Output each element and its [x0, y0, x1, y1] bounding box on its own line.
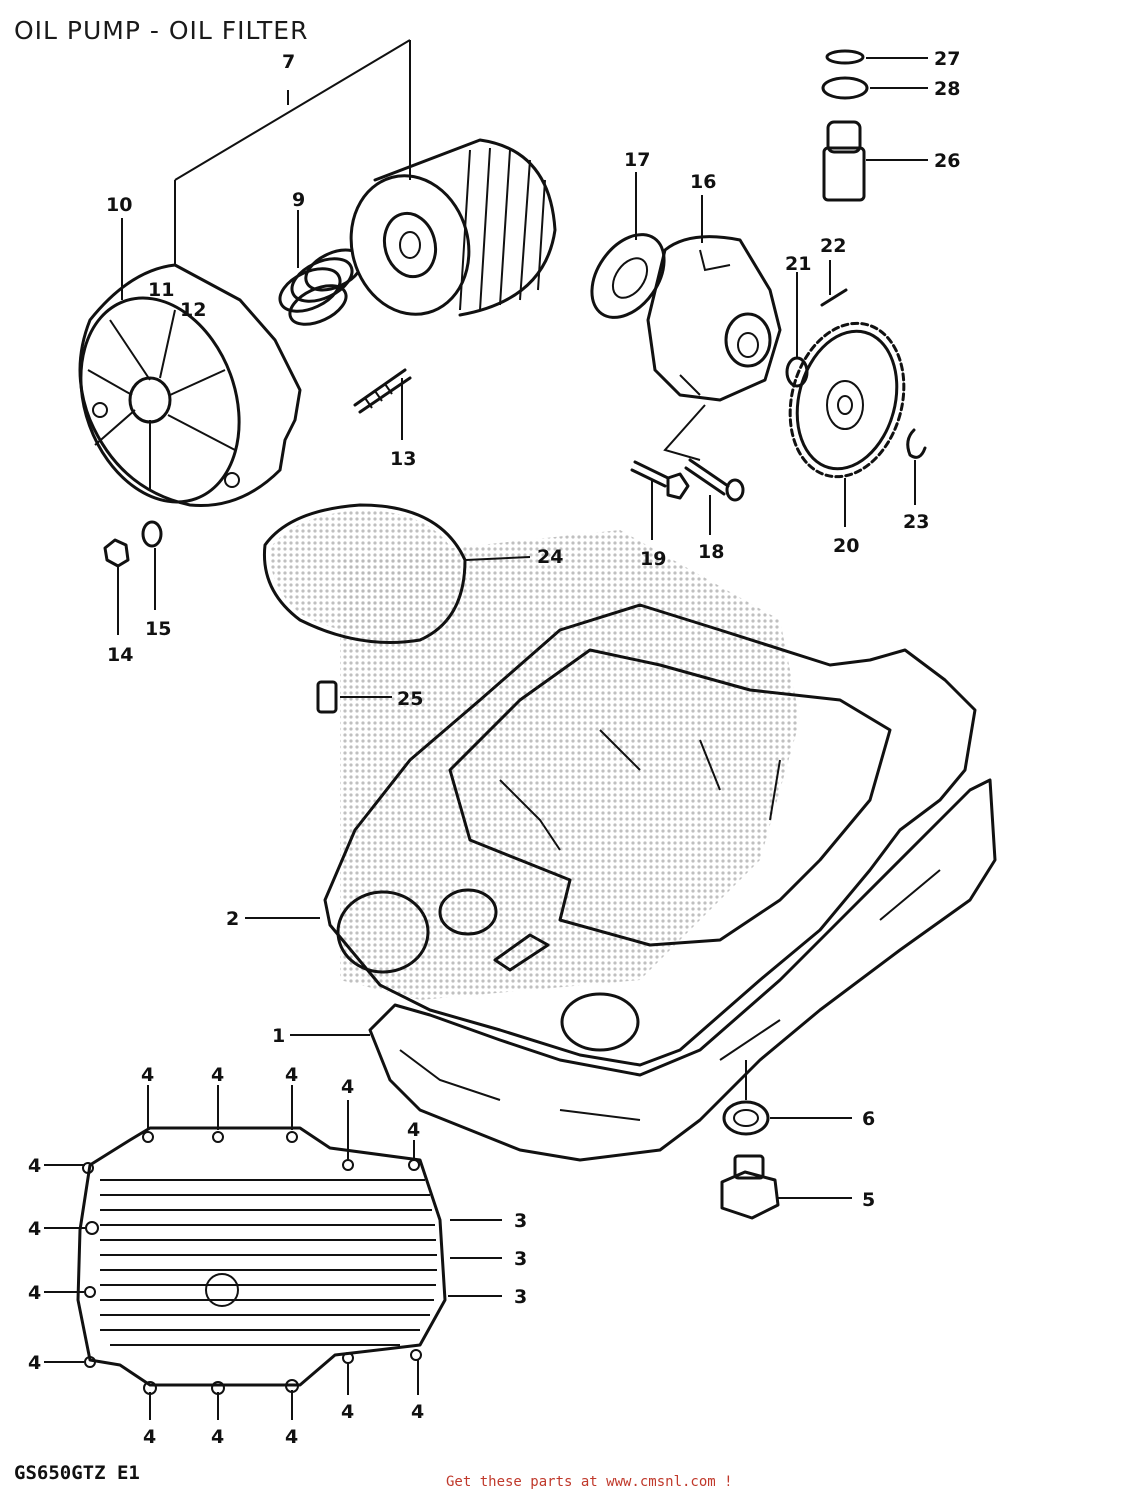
callout-26: 26 — [934, 150, 960, 172]
screw-18 — [684, 458, 745, 502]
callout-20: 20 — [833, 535, 859, 557]
callout-3a: 3 — [514, 1210, 527, 1232]
washer-15 — [141, 520, 163, 548]
callout-4h: 4 — [28, 1282, 41, 1304]
callout-10: 10 — [106, 194, 132, 216]
callout-13: 13 — [390, 448, 416, 470]
o-ring-28 — [821, 76, 869, 100]
callout-28: 28 — [934, 78, 960, 100]
callout-4l: 4 — [285, 1426, 298, 1448]
callout-6: 6 — [862, 1108, 875, 1130]
callout-4k: 4 — [211, 1426, 224, 1448]
callout-25: 25 — [397, 688, 423, 710]
model-code: GS650GTZ E1 — [14, 1462, 140, 1484]
nut-14 — [103, 538, 130, 568]
callout-9: 9 — [292, 189, 305, 211]
callout-4i: 4 — [28, 1352, 41, 1374]
crankcase-lower-1 — [368, 729, 997, 1162]
watermark-dots — [340, 530, 800, 1000]
oil-pump-body-16 — [646, 235, 782, 402]
pin-22 — [820, 288, 848, 307]
callout-27: 27 — [934, 48, 960, 70]
page-title: OIL PUMP - OIL FILTER — [14, 16, 309, 45]
callout-19: 19 — [640, 548, 666, 570]
callout-22: 22 — [820, 235, 846, 257]
screw-19 — [630, 460, 690, 500]
gasket-24 — [262, 503, 467, 644]
callout-4b: 4 — [211, 1064, 224, 1086]
callout-24: 24 — [537, 546, 563, 568]
callout-2: 2 — [226, 908, 239, 930]
drain-plug-5 — [720, 1154, 780, 1220]
callout-3c: 3 — [514, 1286, 527, 1308]
callout-4m: 4 — [341, 1401, 354, 1423]
oil-filter-cover — [78, 263, 302, 508]
assembly-link-line — [663, 404, 706, 461]
oil-pan-gasket-2 — [323, 603, 977, 1067]
washer-6 — [722, 1100, 770, 1136]
bolt-25 — [316, 680, 338, 714]
callout-7: 7 — [282, 51, 295, 73]
oil-pump-gear-20 — [788, 321, 906, 479]
callout-14: 14 — [107, 644, 133, 666]
callout-17: 17 — [624, 149, 650, 171]
oil-pipe-26 — [822, 120, 866, 202]
callout-4e: 4 — [407, 1119, 420, 1141]
oil-filter-element — [349, 138, 557, 317]
callout-21: 21 — [785, 253, 811, 275]
callout-23: 23 — [903, 511, 929, 533]
callout-3b: 3 — [514, 1248, 527, 1270]
circlip-23 — [906, 428, 927, 459]
o-ring-27 — [825, 49, 865, 65]
callout-4g: 4 — [28, 1218, 41, 1240]
callout-4c: 4 — [285, 1064, 298, 1086]
callout-4d: 4 — [341, 1076, 354, 1098]
callout-11: 11 — [148, 279, 174, 301]
callout-4a: 4 — [141, 1064, 154, 1086]
oil-pump-seal-17 — [590, 233, 666, 319]
callout-labels: 7 10 9 11 12 13 14 15 24 25 17 16 21 22 … — [28, 48, 960, 1448]
callout-1: 1 — [272, 1025, 285, 1047]
callout-15: 15 — [145, 618, 171, 640]
callout-16: 16 — [690, 171, 716, 193]
callout-12: 12 — [180, 299, 206, 321]
callout-18: 18 — [698, 541, 724, 563]
callout-4j: 4 — [143, 1426, 156, 1448]
callout-4n: 4 — [411, 1401, 424, 1423]
callout-5: 5 — [862, 1189, 875, 1211]
leader-lines — [44, 39, 928, 1420]
oil-pan-3 — [76, 1126, 447, 1395]
callout-4f: 4 — [28, 1155, 41, 1177]
footer-link[interactable]: Get these parts at www.cmsnl.com ! — [446, 1474, 733, 1490]
